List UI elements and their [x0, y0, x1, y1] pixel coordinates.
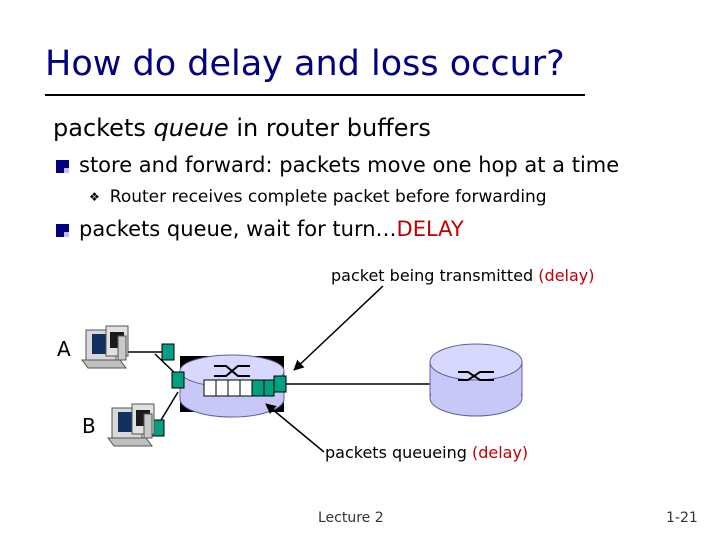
- transmitted-packet: [273, 375, 287, 393]
- diamond-bullet-icon: ❖: [89, 190, 100, 204]
- computer-icon: [81, 325, 129, 369]
- subtitle-suffix: in router buffers: [228, 114, 431, 142]
- queueing-pointer: [265, 403, 325, 453]
- bullet-square-icon: [56, 159, 69, 173]
- sub-bullet-router: ❖ Router receives complete packet before…: [89, 187, 547, 207]
- subtitle-italic: queue: [153, 114, 229, 142]
- queued-packet: [263, 379, 275, 397]
- packet: [161, 343, 175, 361]
- delay-highlight: DELAY: [396, 217, 464, 241]
- bullet-queue-delay: packets queue, wait for turn…DELAY: [56, 217, 464, 241]
- bullet-square-icon: [56, 223, 69, 237]
- queueing-text: packets queueing: [325, 443, 467, 462]
- queueing-label: packets queueing (delay): [325, 443, 528, 462]
- transmitted-delay: (delay): [538, 266, 595, 285]
- bullet-store-forward: store and forward: packets move one hop …: [56, 153, 619, 177]
- bullet-text: packets queue, wait for turn…: [79, 217, 397, 241]
- subtitle-prefix: packets: [53, 114, 154, 142]
- packet: [171, 371, 185, 389]
- title-divider: [45, 94, 585, 96]
- host-a-label: A: [57, 337, 71, 361]
- transmitted-text: packet being transmitted: [331, 266, 534, 285]
- bullet-text: store and forward: packets move one hop …: [79, 153, 620, 177]
- router-icon: [429, 343, 523, 417]
- transmitted-pointer: [293, 285, 384, 371]
- footer-lecture: Lecture 2: [318, 510, 384, 526]
- subtitle: packets queue in router buffers: [53, 114, 431, 142]
- host-b-label: B: [82, 414, 96, 438]
- sub-bullet-text: Router receives complete packet before f…: [109, 187, 547, 207]
- queued-packet: [251, 379, 265, 397]
- slide-title: How do delay and loss occur?: [45, 44, 565, 84]
- transmitted-label: packet being transmitted (delay): [331, 266, 595, 285]
- footer-page-number: 1-21: [666, 510, 698, 526]
- queueing-delay: (delay): [471, 443, 529, 462]
- computer-icon: [107, 403, 155, 447]
